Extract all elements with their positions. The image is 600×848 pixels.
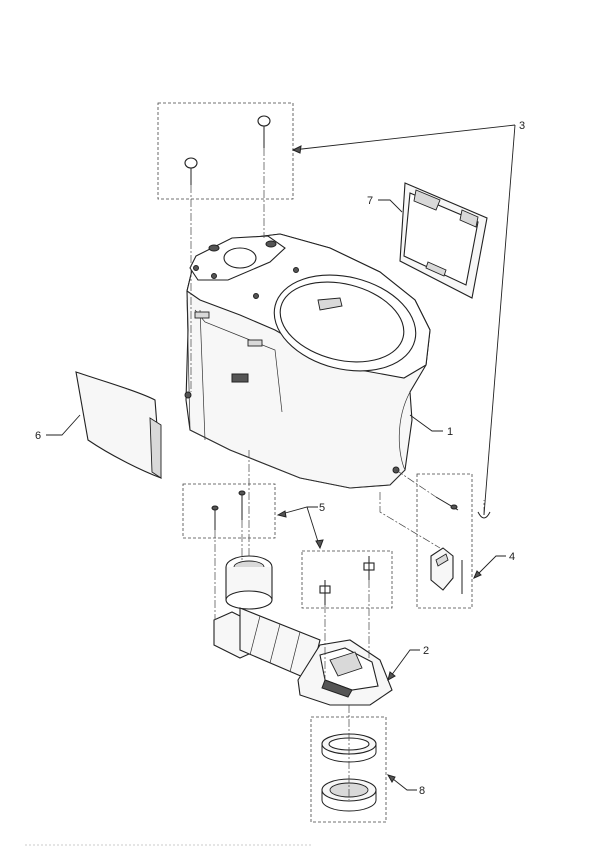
- mount-hole: [223, 247, 257, 269]
- screw-right: [238, 490, 246, 520]
- bracket-pin: [435, 496, 459, 511]
- callout-1: 1: [447, 426, 453, 438]
- center-lines: [190, 148, 485, 800]
- bolt-kit-box: [301, 550, 393, 609]
- callout-6: 6: [35, 430, 41, 442]
- bracket-kit-box: [416, 473, 473, 609]
- side-panel-6: [75, 371, 162, 479]
- callout-8: 8: [419, 785, 425, 797]
- seal-ring-kit: [310, 716, 387, 823]
- seat-bolt-right: [257, 115, 271, 148]
- trapway-assembly: [213, 555, 393, 706]
- screw-left: [211, 505, 219, 530]
- callout-7: 7: [367, 195, 373, 207]
- bolt-right: [363, 556, 375, 580]
- callout-3: 3: [519, 120, 525, 132]
- screw-kit: [182, 483, 276, 539]
- seat-bolt-left: [184, 157, 198, 185]
- screw-kit-box: [182, 483, 276, 539]
- seat-bolt-kit: [157, 102, 294, 200]
- bolt-kit: [301, 550, 393, 609]
- leader-lines: [46, 124, 516, 791]
- side-slot-1: [194, 311, 210, 319]
- callout-5: 5: [319, 502, 325, 514]
- front-slot: [231, 373, 249, 383]
- seal-ring-kit-box: [310, 716, 387, 823]
- side-slot-2: [247, 339, 263, 347]
- cover-plate-7: [399, 182, 488, 299]
- callout-labels: 3 7 6 1 5 4 2 8: [35, 120, 525, 797]
- callout-4: 4: [509, 551, 515, 563]
- bracket-kit: [416, 473, 473, 609]
- bracket: [430, 547, 463, 594]
- callout-2: 2: [423, 645, 429, 657]
- toilet-bowl: [184, 233, 431, 489]
- seat-bolt-kit-box: [157, 102, 294, 200]
- bolt-left: [319, 580, 331, 605]
